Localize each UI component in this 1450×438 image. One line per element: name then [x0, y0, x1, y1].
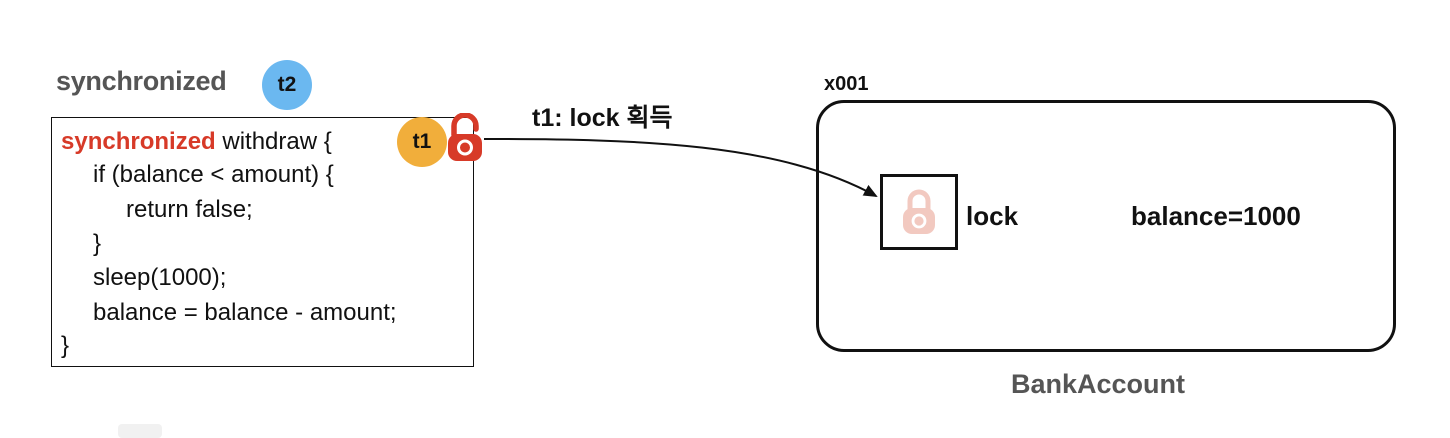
- code-line-5: sleep(1000);: [93, 264, 227, 291]
- object-address: x001: [824, 73, 869, 95]
- padlock-open-icon: [446, 112, 484, 168]
- code-line-3: return false;: [126, 196, 253, 223]
- code-line-1: synchronized withdraw {: [61, 127, 332, 157]
- code-block: synchronized withdraw { if (balance < am…: [51, 117, 474, 367]
- thread-badge-t2-label: t2: [277, 73, 297, 96]
- thread-badge-t1: t1: [397, 117, 447, 167]
- object-class-name: BankAccount: [1011, 369, 1186, 399]
- code-method-signature: withdraw {: [215, 128, 332, 155]
- code-line-6: balance = balance - amount;: [93, 299, 397, 326]
- balance-field: balance=1000: [1131, 201, 1301, 231]
- arrow-label: t1: lock 획득: [532, 104, 673, 132]
- code-line-2: if (balance < amount) {: [93, 161, 334, 188]
- decorative-shape: [118, 424, 162, 438]
- lock-slot: [880, 174, 958, 250]
- code-line-4: }: [93, 230, 102, 257]
- code-line-7: }: [61, 332, 70, 359]
- thread-badge-t1-label: t1: [412, 130, 432, 153]
- lock-label: lock: [966, 201, 1019, 231]
- code-keyword: synchronized: [61, 128, 216, 155]
- thread-badge-t2: t2: [262, 60, 312, 110]
- object-box: [816, 100, 1396, 352]
- padlock-icon: [902, 189, 936, 240]
- monitor-title: synchronized: [56, 66, 227, 96]
